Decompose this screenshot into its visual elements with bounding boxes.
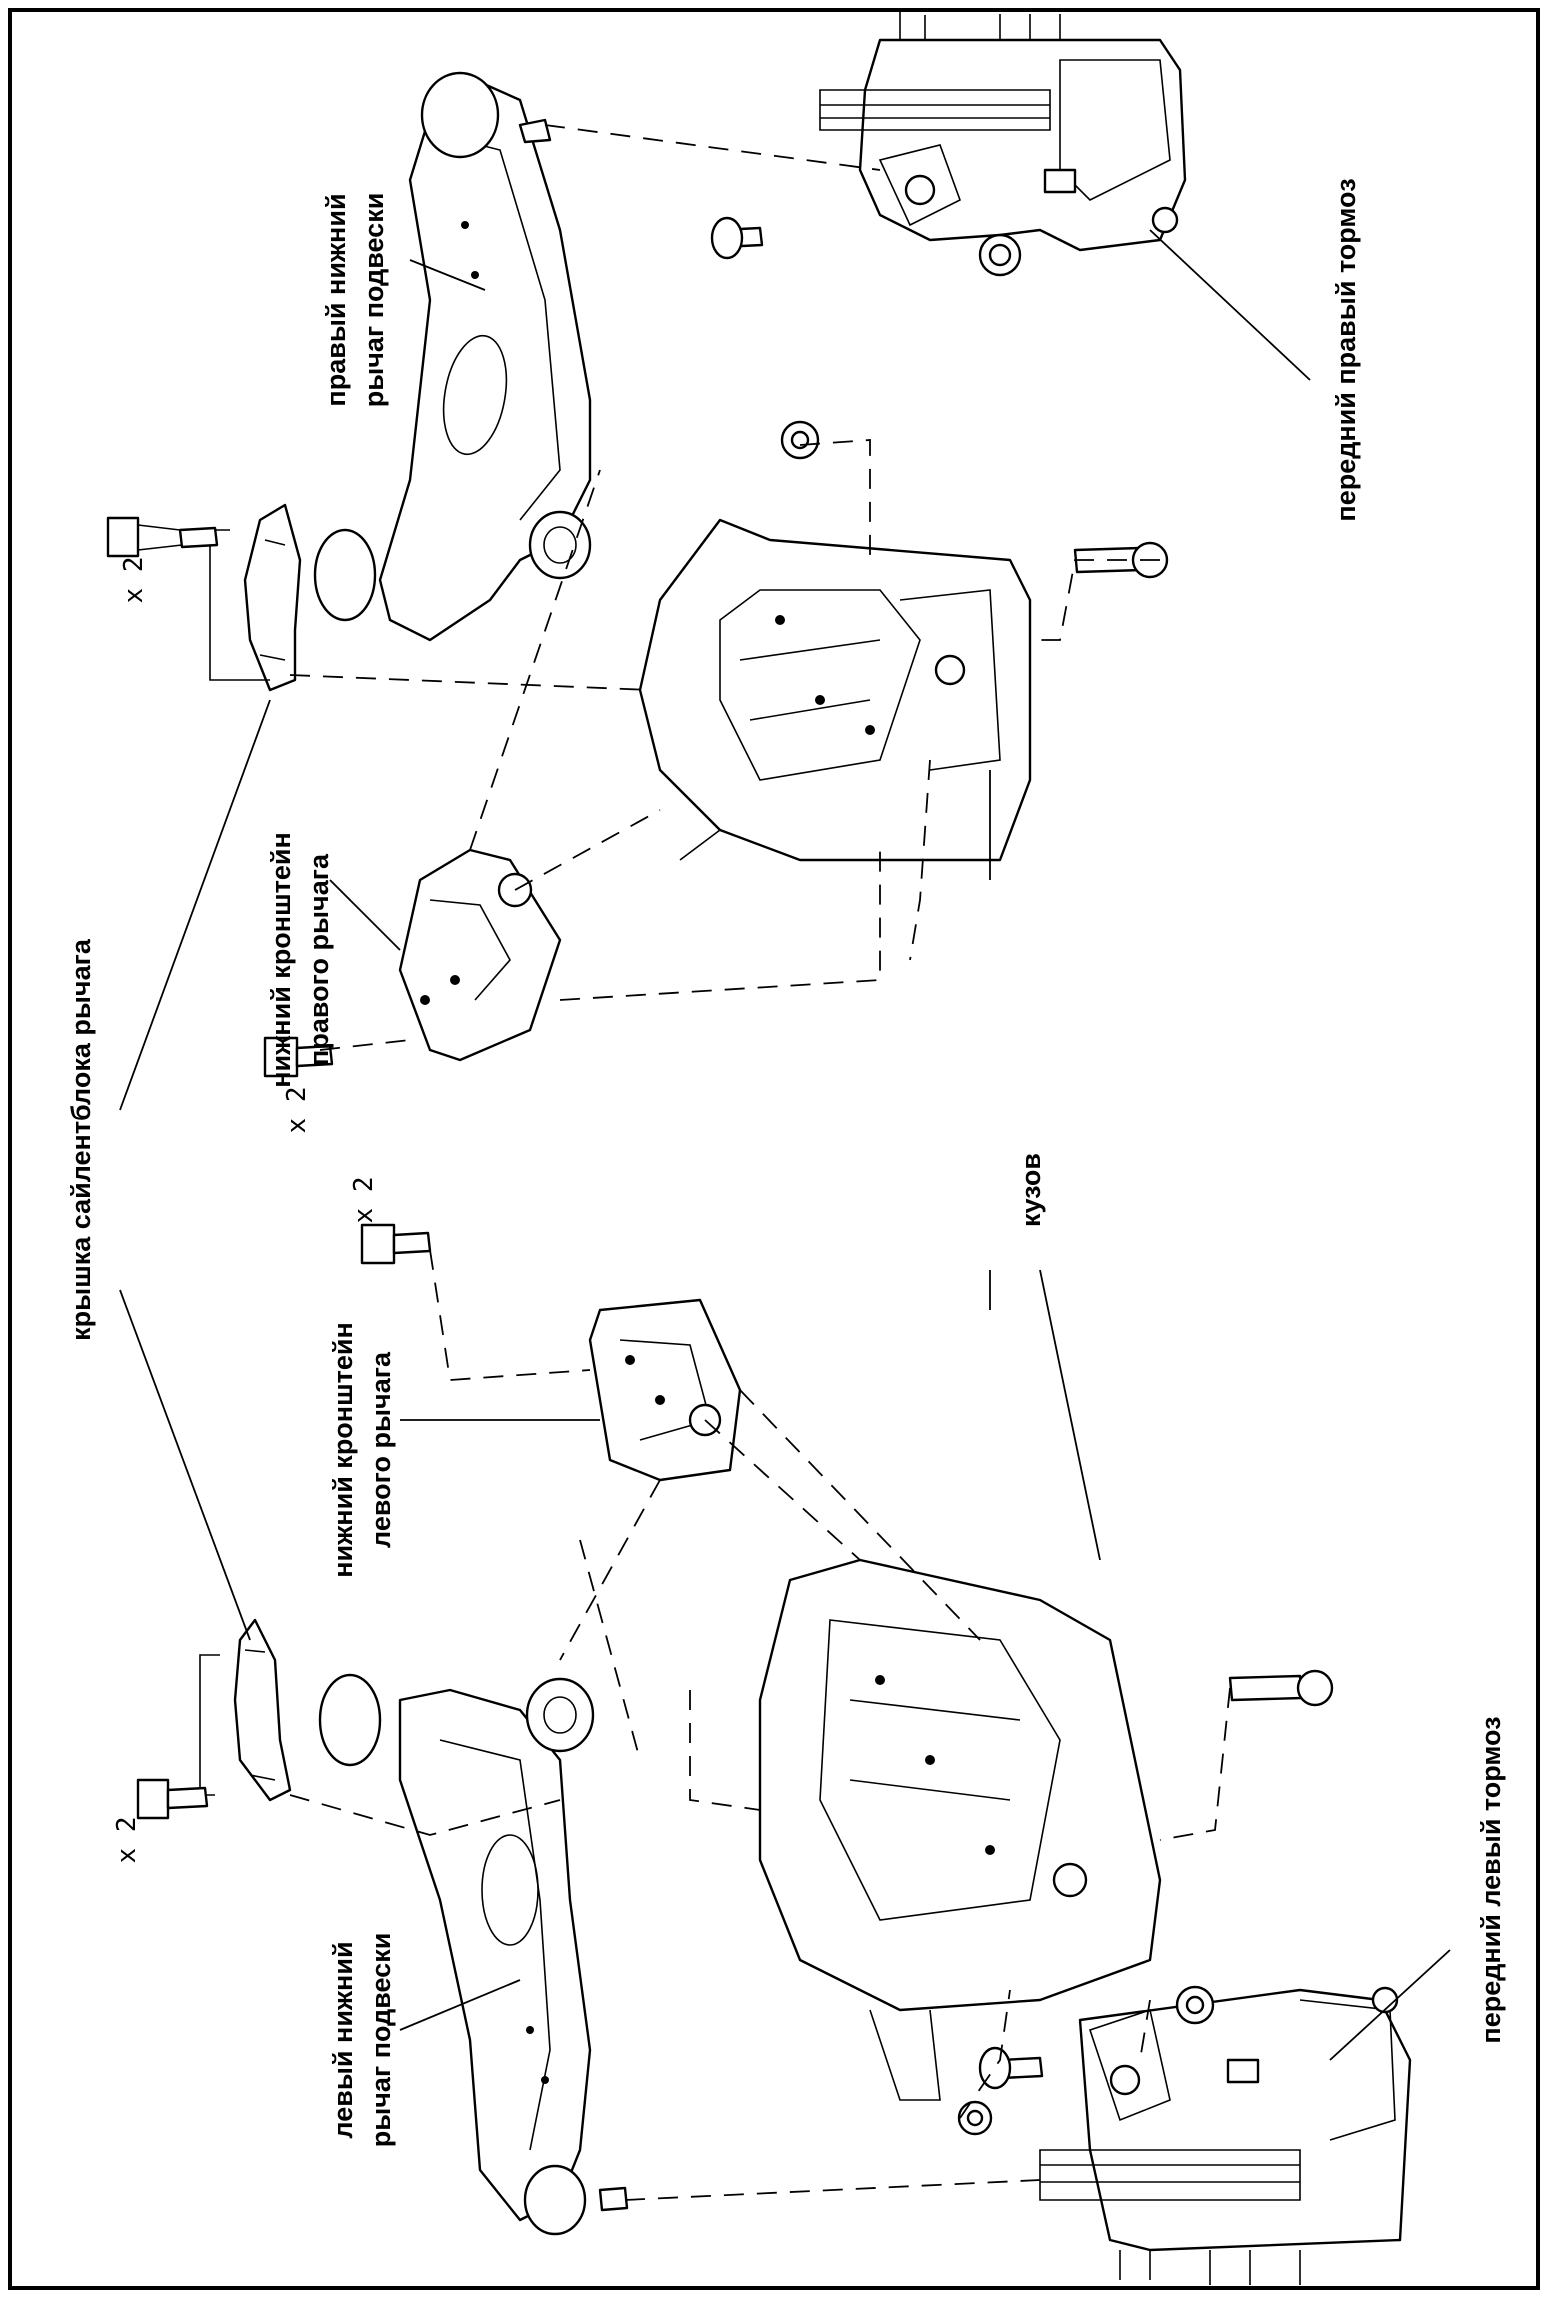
right-body-nut: [780, 420, 820, 460]
left-assembly-lines: [289, 1249, 1231, 2201]
label-body: кузов: [1016, 1153, 1046, 1227]
label-left-bracket-line2: левого рычага: [366, 1351, 396, 1548]
right-brake-nut: [978, 233, 1022, 277]
right-lower-arm-part: [313, 71, 592, 642]
label-right-bracket-line2: правого рычага: [304, 853, 334, 1066]
left-front-brake-part: [1039, 1986, 1412, 2285]
left-cap-bolt: [136, 1778, 209, 1820]
label-left-bracket-line1: нижний кронштейн: [328, 1322, 358, 1578]
right-front-brake-part: [819, 10, 1187, 252]
left-lower-arm-part: [318, 1673, 629, 2236]
left-brake-bolt: [978, 2046, 1044, 2090]
label-bushing-cap: крышка сайлентблока рычага: [66, 938, 96, 1341]
multiplier-right-bracket-bolts: x 2: [282, 1087, 312, 1134]
left-bushing-cap-part: [199, 1618, 292, 1802]
right-brake-bolt: [710, 216, 764, 260]
multiplier-left-cap-bolts: x 2: [112, 1817, 142, 1864]
leader-lines: [119, 229, 1451, 2061]
left-body-mount-part: [758, 1558, 1162, 2101]
label-left-lower-arm-line1: левый нижний: [328, 1941, 358, 2138]
label-left-lower-bracket: нижний кронштейн левого рычага: [328, 1322, 396, 1578]
label-right-lower-arm: правый нижний рычаг подвески: [321, 193, 389, 408]
left-lower-bracket-part: [588, 1298, 742, 1482]
multiplier-right-cap-bolts: x 2: [119, 557, 149, 604]
label-left-lower-arm: левый нижний рычаг подвески: [328, 1933, 396, 2148]
right-bushing-cap-part: [209, 503, 302, 692]
multiplier-left-bracket-bolts: x 2: [349, 1177, 379, 1224]
right-body-mount-part: [638, 518, 1032, 862]
label-right-front-brake: передний правый тормоз: [1331, 178, 1361, 521]
right-lower-bracket-part: [398, 848, 562, 1062]
label-left-lower-arm-line2: рычаг подвески: [366, 1933, 396, 2148]
right-bracket-bolt: [263, 1036, 334, 1078]
label-right-lower-bracket: нижний кронштейн правого рычага: [266, 832, 334, 1088]
left-bracket-bolt: [360, 1223, 432, 1265]
label-right-lower-arm-line2: рычаг подвески: [359, 193, 389, 408]
label-right-lower-arm-line1: правый нижний: [321, 193, 351, 406]
right-assembly-lines: [289, 124, 1160, 1051]
label-left-front-brake: передний левый тормоз: [1476, 1716, 1506, 2043]
label-right-bracket-line1: нижний кронштейн: [266, 832, 296, 1088]
right-cap-bolt: [106, 516, 219, 558]
left-body-long-bolt: [1228, 1669, 1334, 1707]
left-body-nut: [957, 2100, 993, 2136]
diagram-frame: [8, 8, 1540, 2290]
left-brake-nut: [1175, 1985, 1215, 2025]
